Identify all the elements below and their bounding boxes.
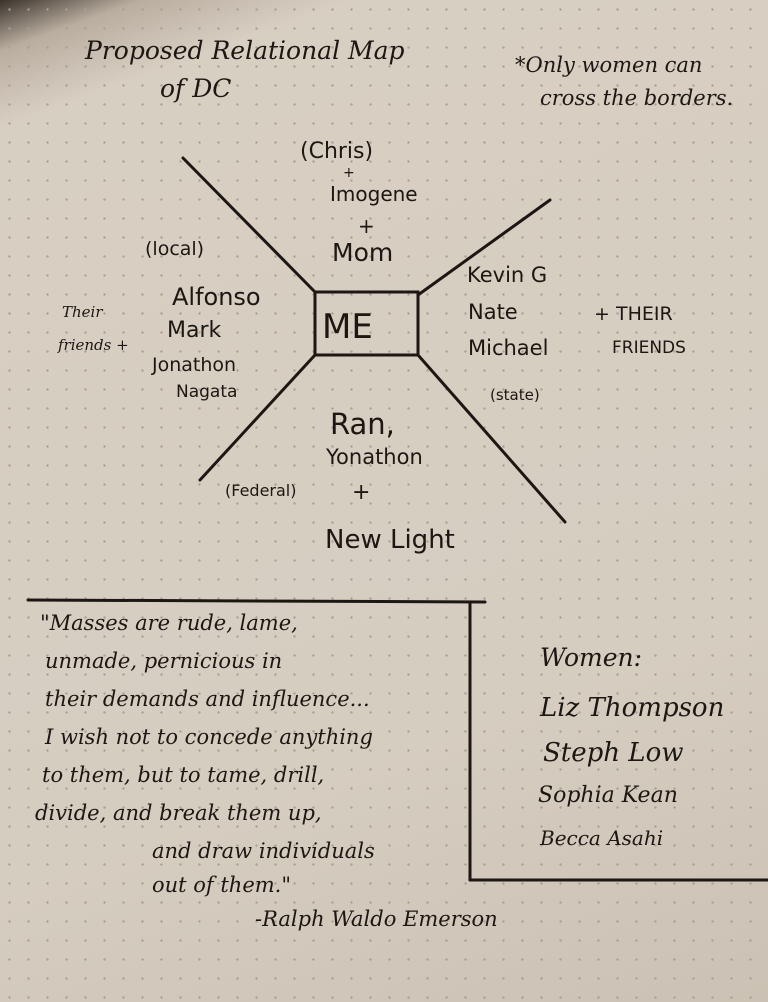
center-me: ME — [322, 307, 373, 347]
left-label: (local) — [145, 238, 205, 260]
right-extra2: FRIENDS — [612, 338, 686, 358]
quote-box-top — [26, 598, 487, 604]
note-line1: *Only women can — [515, 53, 703, 77]
quote-line: "Masses are rude, lame, — [40, 611, 298, 635]
women-name: Steph Low — [543, 738, 684, 768]
left-extra1: Their — [62, 303, 103, 321]
bottom-name2: Yonathon — [326, 445, 423, 469]
quote-line: their demands and influence... — [45, 687, 370, 711]
quote-author: -Ralph Waldo Emerson — [255, 907, 498, 931]
right-name: Nate — [468, 300, 518, 324]
quote-line: out of them." — [152, 873, 292, 897]
top-paren: (Chris) — [300, 139, 374, 164]
top-plus1: + — [343, 165, 355, 181]
note-line2: cross the borders. — [540, 86, 734, 110]
left-name: Nagata — [176, 382, 238, 402]
women-name: Becca Asahi — [540, 826, 664, 850]
women-name: Sophia Kean — [538, 783, 678, 808]
right-name: Michael — [468, 336, 549, 360]
right-extra1: + THEIR — [594, 303, 673, 325]
women-heading: Women: — [540, 643, 643, 672]
left-name: Alfonso — [172, 283, 261, 311]
bottom-name1: Ran, — [330, 407, 395, 441]
left-name: Jonathon — [152, 354, 237, 376]
border-line-bottom-left — [198, 353, 317, 482]
right-name: Kevin G — [467, 263, 548, 287]
quote-line: unmade, pernicious in — [45, 649, 283, 673]
quote-line: divide, and break them up, — [35, 801, 322, 825]
right-label: (state) — [490, 386, 540, 404]
bottom-name3: New Light — [325, 525, 455, 555]
bottom-label: (Federal) — [225, 481, 297, 500]
quote-line: to them, but to tame, drill, — [42, 763, 325, 787]
left-name: Mark — [167, 318, 222, 343]
page-title-line2: of DC — [160, 74, 232, 103]
border-line-bottom-right — [416, 353, 567, 524]
me-box — [313, 290, 420, 357]
bottom-plus: + — [352, 480, 371, 505]
top-plus2: + — [358, 214, 375, 238]
border-line-top-left — [181, 156, 317, 294]
border-line-top-right — [416, 198, 552, 297]
top-name2: Mom — [332, 238, 394, 267]
quote-line: and draw individuals — [152, 839, 375, 863]
quote-line: I wish not to concede anything — [45, 725, 373, 749]
page-title: Proposed Relational Map — [85, 36, 405, 65]
top-name1: Imogene — [330, 182, 418, 206]
women-name: Liz Thompson — [540, 693, 725, 723]
left-extra2: friends + — [58, 336, 129, 354]
